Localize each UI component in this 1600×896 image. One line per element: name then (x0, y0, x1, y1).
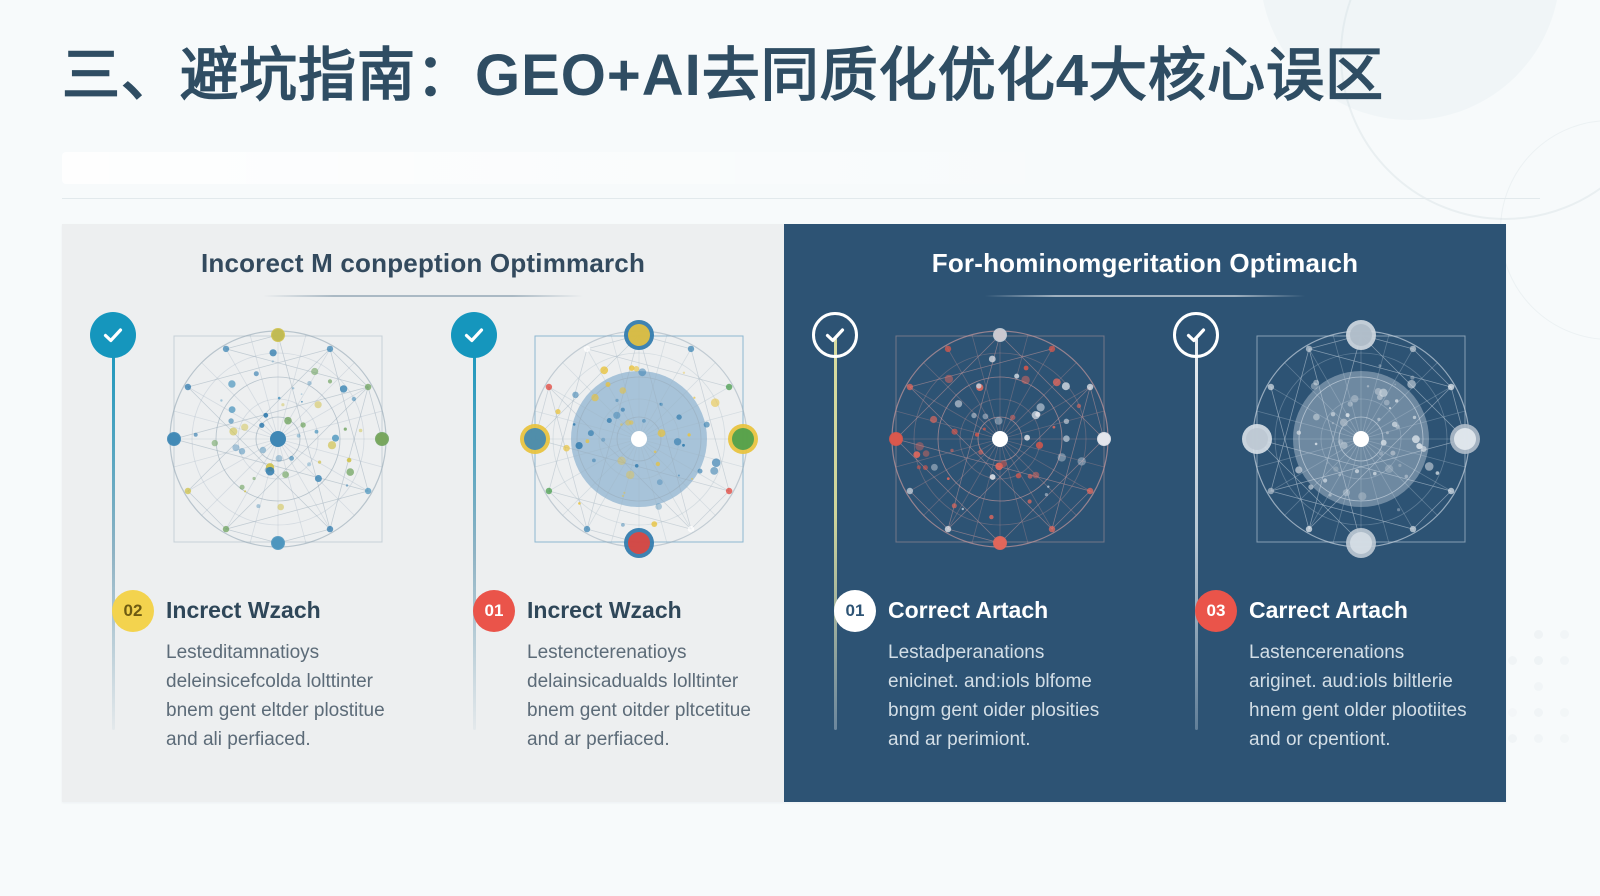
comparison-column-incorrect-2[interactable]: 01 Increct Wzach Lestencterenatioys dela… (423, 320, 784, 802)
comparison-column-correct-2[interactable]: 03 Carrect Artach Lastencerenations arig… (1145, 320, 1506, 802)
card-title: Increct Wzach (166, 588, 392, 632)
page-title: 三、避坑指南：GEO+AI去同质化优化4大核心误区 (62, 28, 1384, 124)
network-illustration-radial-network-teal (148, 314, 408, 564)
info-card[interactable]: 01 Increct Wzach Lestencterenatioys dela… (447, 588, 753, 754)
step-number-badge-03: 03 (1195, 590, 1237, 632)
card-body-text: Lestencterenatioys delainsicadualds loll… (527, 638, 753, 754)
card-body-text: Lastencerenations ariginet. aud:iols bil… (1249, 638, 1475, 754)
check-circle-icon[interactable] (90, 312, 136, 358)
check-circle-icon[interactable] (812, 312, 858, 358)
page-header: 三、避坑指南：GEO+AI去同质化优化4大核心误区 (0, 28, 1600, 124)
decorative-circle-outline-small (1500, 120, 1600, 340)
panel-title-incorrect: Incorect M conpeption Optimmarch (62, 248, 784, 279)
step-number-badge-01: 01 (834, 590, 876, 632)
card-body-text: Lestadperanations enicinet. and:iols blf… (888, 638, 1114, 754)
card-body-text: Lesteditamnatioys deleinsicefcolda loltt… (166, 638, 392, 754)
panel-title-underline (985, 295, 1305, 297)
panel-title-underline (263, 295, 583, 297)
header-divider (62, 198, 1540, 199)
panel-columns: 02 Increct Wzach Lesteditamnatioys delei… (62, 320, 784, 802)
info-card[interactable]: 02 Increct Wzach Lesteditamnatioys delei… (86, 588, 392, 754)
check-circle-icon[interactable] (451, 312, 497, 358)
network-illustration-radial-network-grey-disc (1231, 314, 1491, 564)
step-number-badge-01: 01 (473, 590, 515, 632)
panel-title-correct: For-hominomgeritation Optimaıch (784, 248, 1506, 279)
step-number-badge-02: 02 (112, 590, 154, 632)
comparison-column-correct-1[interactable]: 01 Correct Artach Lestadperanations enic… (784, 320, 1145, 802)
card-title: Correct Artach (888, 588, 1114, 632)
comparison-panel-correct: For-hominomgeritation Optimaıch 01 Corre… (784, 224, 1506, 802)
network-illustration-radial-network-red (870, 314, 1130, 564)
title-highlight-band (62, 152, 1102, 184)
card-title: Increct Wzach (527, 588, 753, 632)
comparison-panel-incorrect: Incorect M conpeption Optimmarch 02 Incr… (62, 224, 784, 802)
panel-header: Incorect M conpeption Optimmarch (62, 248, 784, 297)
card-title: Carrect Artach (1249, 588, 1475, 632)
network-illustration-radial-network-blue-disc (509, 314, 769, 564)
panel-header: For-hominomgeritation Optimaıch (784, 248, 1506, 297)
comparison-column-incorrect-1[interactable]: 02 Increct Wzach Lesteditamnatioys delei… (62, 320, 423, 802)
check-circle-icon[interactable] (1173, 312, 1219, 358)
info-card[interactable]: 01 Correct Artach Lestadperanations enic… (808, 588, 1114, 754)
info-card[interactable]: 03 Carrect Artach Lastencerenations arig… (1169, 588, 1475, 754)
panel-columns: 01 Correct Artach Lestadperanations enic… (784, 320, 1506, 802)
comparison-board: Incorect M conpeption Optimmarch 02 Incr… (62, 224, 1506, 802)
